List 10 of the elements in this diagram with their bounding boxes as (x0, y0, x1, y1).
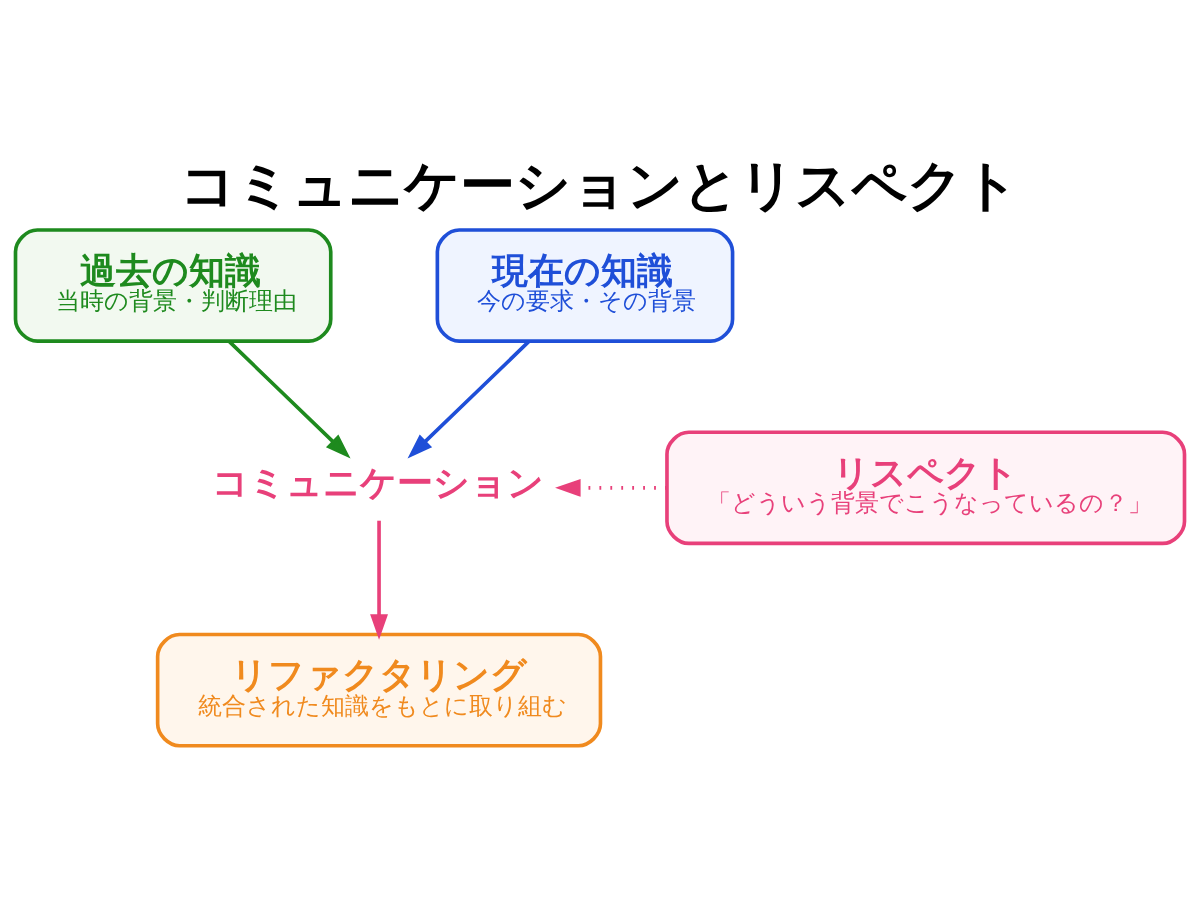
arrow (228, 340, 351, 459)
arrow (407, 340, 530, 459)
arrow (555, 478, 667, 497)
node-box: リスペクト 「どういう背景でこうなっているの？」 (665, 430, 1187, 546)
node-box: リファクタリング 統合された知識をもとに取り組む (155, 632, 603, 748)
arrow (370, 520, 388, 640)
diagram-title: コミュニケーションとリスペクト (179, 153, 1019, 218)
node-text: コミュニケーション (212, 461, 545, 505)
node-box: 過去の知識 当時の背景・判断理由 (13, 228, 333, 343)
node-box: 現在の知識 今の要求・その背景 (435, 228, 735, 343)
